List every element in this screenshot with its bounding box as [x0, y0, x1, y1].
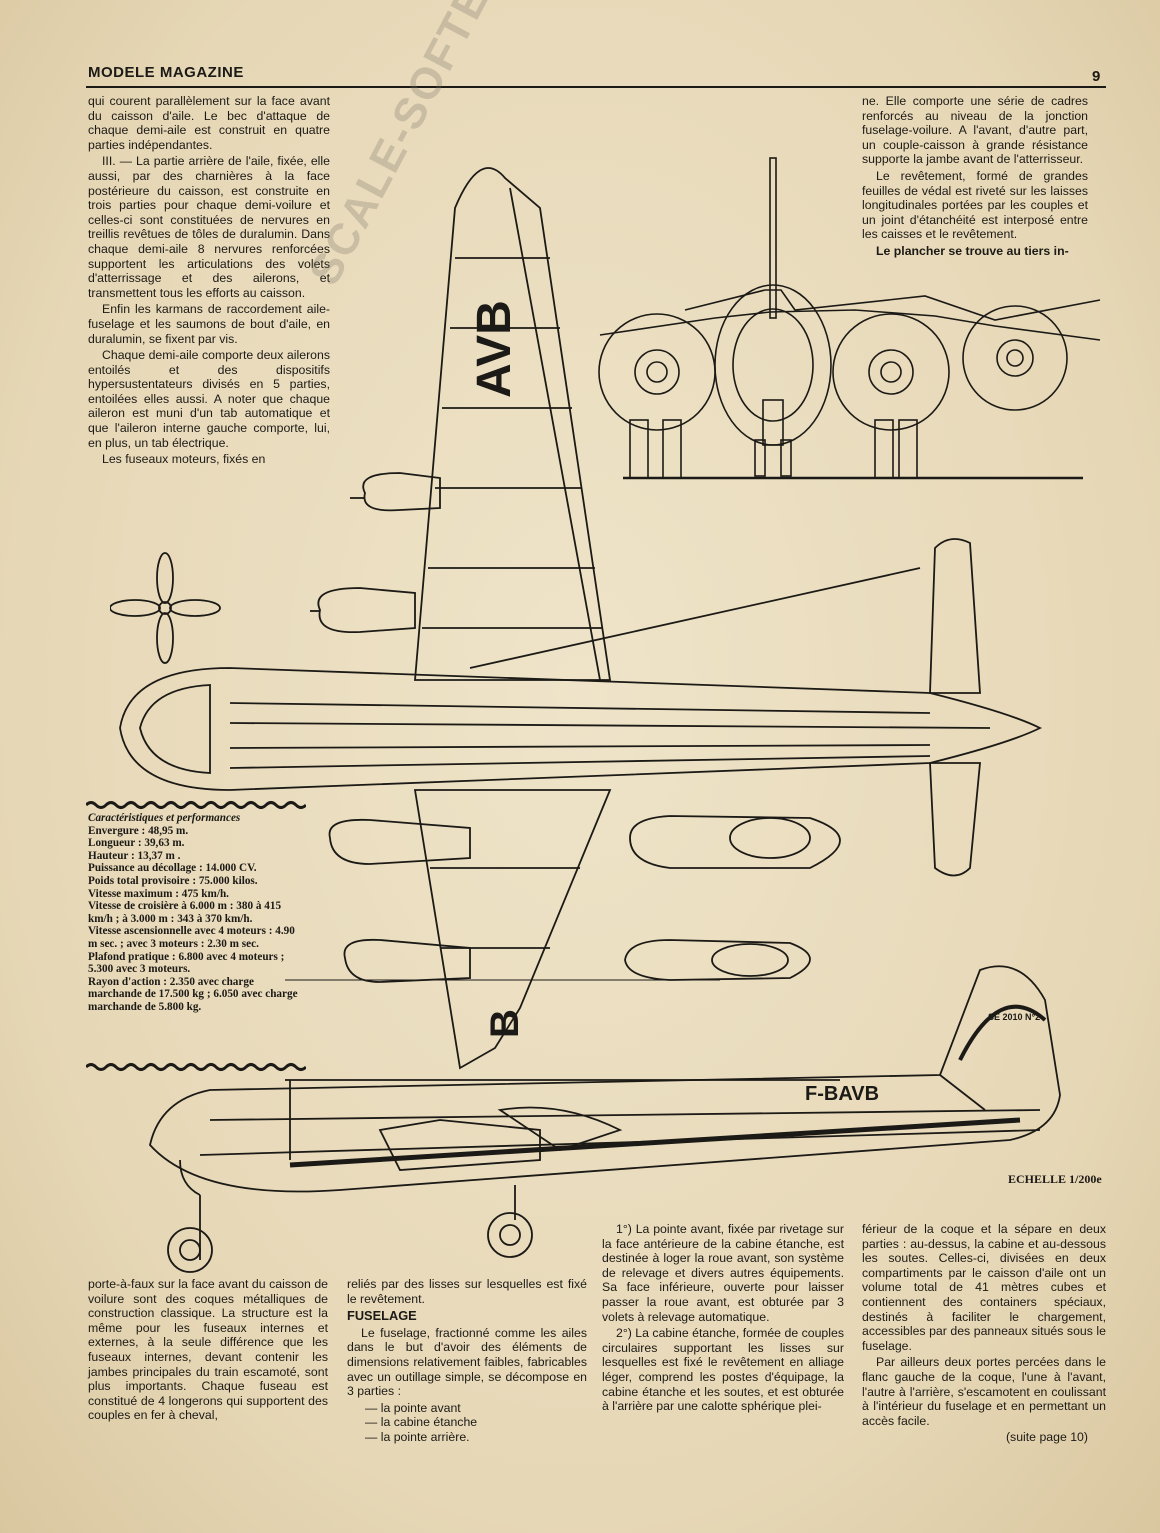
spec-line: Longueur : 39,63 m. — [88, 837, 185, 850]
paragraph: III. — La partie arrière de l'aile, fixé… — [88, 154, 330, 300]
list-item: la pointe avant — [365, 1401, 587, 1416]
text-column-top-left: qui courent parallèlement sur la face av… — [88, 94, 330, 469]
specs-bottom-border — [86, 1063, 306, 1071]
header-rule — [86, 86, 1106, 88]
spec-line: Envergure : 48,95 m. — [88, 824, 189, 837]
spec-line: Vitesse de croisière à 6.000 m : 380 à 4… — [88, 900, 282, 925]
specifications-title: Caractéristiques et performances — [88, 812, 241, 824]
paragraph: Les fuseaux moteurs, fixés en — [102, 452, 266, 467]
paragraph: Par ailleurs deux portes percées dans le… — [862, 1355, 1106, 1428]
paragraph: 1°) La pointe avant, fixée par rivetage … — [602, 1222, 844, 1324]
spec-line: Poids total provisoire : 75.000 kilos. — [88, 874, 258, 887]
spec-line: Rayon d'action : 2.350 avec charge march… — [88, 975, 298, 1013]
continuation-note: (suite page 10) — [1005, 1430, 1088, 1445]
specifications-box: Caractéristiques et performances Envergu… — [88, 812, 303, 1014]
paragraph: 2°) La cabine étanche, formée de couples… — [602, 1326, 844, 1414]
paragraph: Le plancher se trouve au tiers in- — [876, 243, 1069, 258]
specs-top-border — [86, 801, 306, 809]
spec-line: Vitesse ascensionnelle avec 4 moteurs : … — [88, 925, 295, 950]
page-number: 9 — [1092, 68, 1101, 85]
paragraph: ne. Elle comporte une série de cadres re… — [862, 94, 1088, 167]
paragraph: férieur de la coque et la sépare en deux… — [862, 1222, 1106, 1353]
wing-registration-bottom: B — [483, 1009, 527, 1038]
spec-line: Puissance au décollage : 14.000 CV. — [88, 862, 257, 875]
section-heading-fuselage: FUSELAGE — [347, 1308, 417, 1324]
text-column-bottom-2: reliés par des lisses sur lesquelles est… — [347, 1277, 587, 1445]
spec-line: Hauteur : 13,37 m . — [88, 849, 181, 862]
paragraph: qui courent parallèlement sur la face av… — [88, 94, 330, 152]
wing-registration-top: AVB — [468, 300, 521, 398]
paragraph: reliés par des lisses sur lesquelles est… — [347, 1277, 587, 1306]
paragraph: Le revêtement, formé de grandes feuilles… — [862, 168, 1088, 242]
side-registration: F-BAVB — [805, 1083, 879, 1105]
list-item: la pointe arrière. — [365, 1430, 587, 1445]
paragraph: porte-à-faux sur la face avant du caisso… — [88, 1277, 328, 1423]
text-column-bottom-1: porte-à-faux sur la face avant du caisso… — [88, 1277, 328, 1425]
paragraph: Le fuselage, fractionné comme les ailes … — [347, 1325, 587, 1399]
front-view-drawing — [598, 157, 1101, 480]
side-view-drawing: F-BAVB SE 2010 N°2 — [149, 965, 1061, 1273]
fuselage-parts-list: la pointe avant la cabine étanche la poi… — [347, 1401, 587, 1445]
text-column-bottom-4: férieur de la coque et la sépare en deux… — [862, 1222, 1106, 1445]
list-item: la cabine étanche — [365, 1415, 587, 1430]
magazine-title: MODELE MAGAZINE — [88, 64, 244, 81]
paragraph: Enfin les karmans de raccordement aile-f… — [88, 302, 330, 346]
spec-line: Vitesse maximum : 475 km/h. — [88, 887, 229, 900]
text-column-bottom-3: 1°) La pointe avant, fixée par rivetage … — [602, 1222, 844, 1416]
spec-line: Plafond pratique : 6.800 avec 4 moteurs … — [88, 950, 285, 976]
paragraph: Chaque demi-aile comporte deux ailerons … — [88, 348, 330, 450]
text-column-top-right: ne. Elle comporte une série de cadres re… — [862, 94, 1088, 261]
scale-label: ECHELLE 1/200e — [1008, 1172, 1102, 1186]
plan-view-drawing: AVB B — [110, 167, 1043, 1070]
tail-marking: SE 2010 N°2 — [988, 1012, 1040, 1022]
